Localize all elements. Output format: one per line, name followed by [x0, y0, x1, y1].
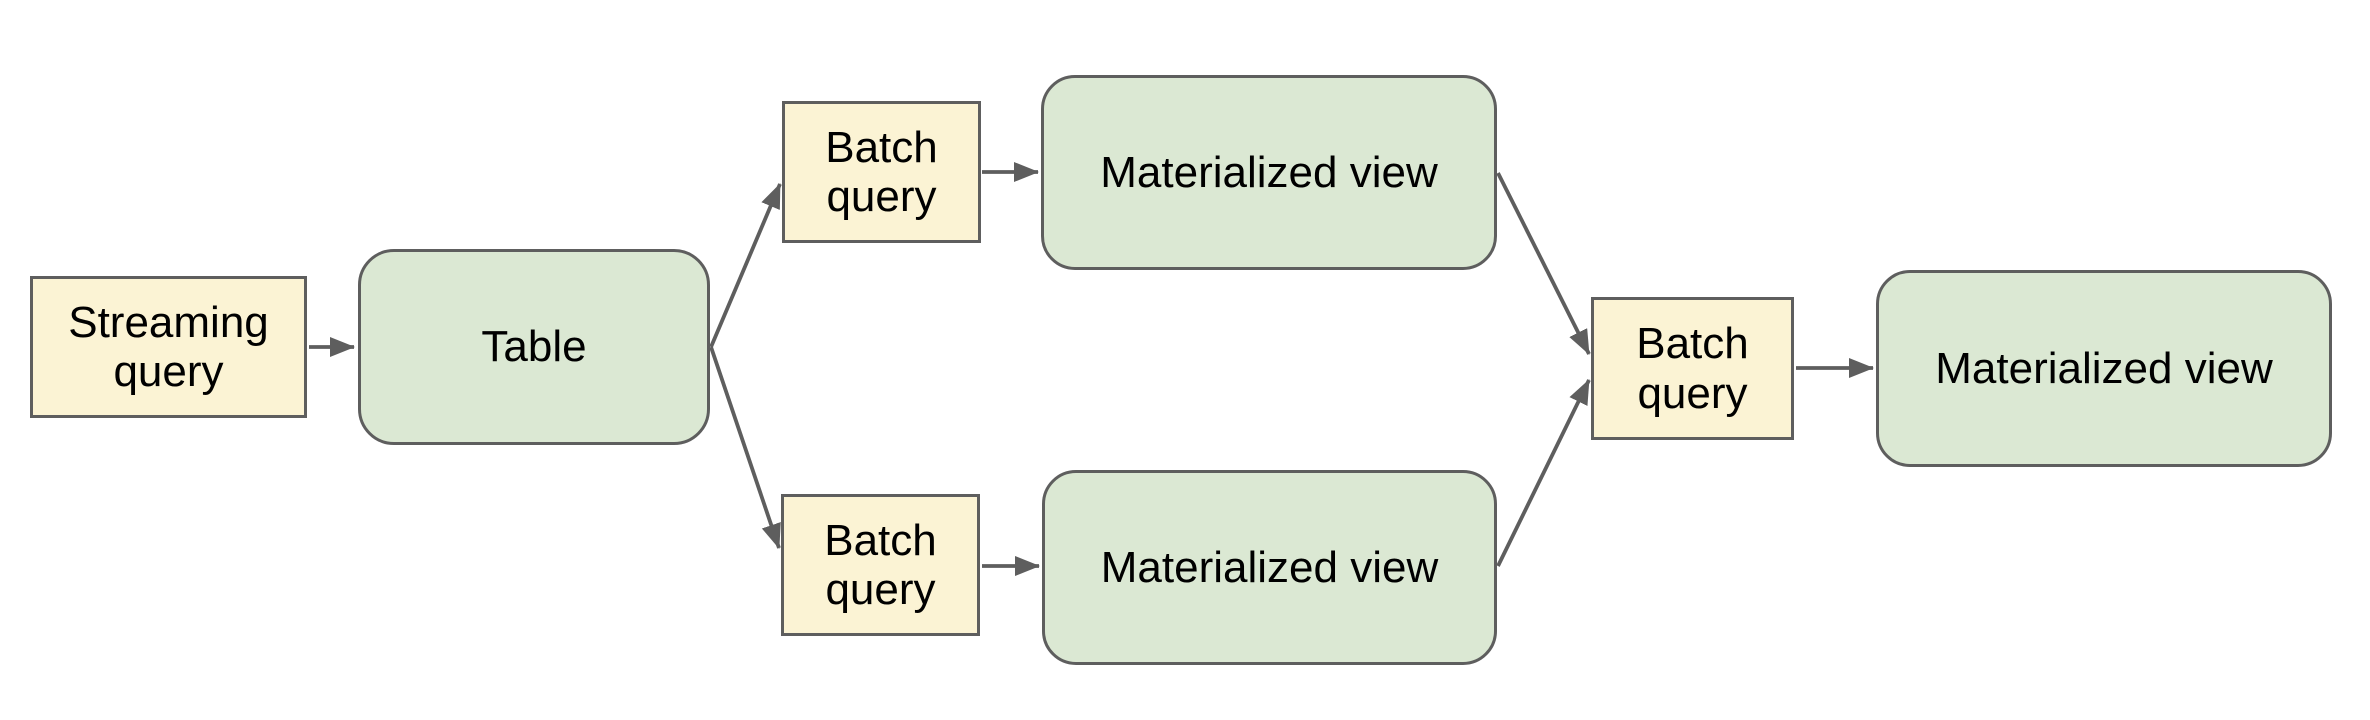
- node-batch-query-bottom: Batch query: [781, 494, 980, 636]
- node-label: Batch query: [1636, 319, 1749, 418]
- node-label: Streaming query: [68, 297, 269, 396]
- edge-materialized-view-bottom-to-batch-query-right: [1496, 379, 1591, 567]
- node-label: Materialized view: [1100, 542, 1439, 592]
- edge-table-to-batch-query-top: [709, 183, 782, 348]
- node-label: Materialized view: [1100, 147, 1438, 197]
- node-label: Materialized view: [1935, 343, 2273, 393]
- node-label: Batch query: [825, 122, 938, 221]
- edge-table-to-batch-query-bottom: [709, 346, 781, 549]
- edge-materialized-view-top-to-batch-query-right: [1496, 172, 1591, 355]
- node-batch-query-top: Batch query: [782, 101, 981, 243]
- node-materialized-view-bottom: Materialized view: [1042, 470, 1497, 665]
- node-streaming-query: Streaming query: [30, 276, 307, 418]
- node-label: Table: [481, 322, 587, 372]
- node-materialized-view-right: Materialized view: [1876, 270, 2332, 467]
- node-table: Table: [358, 249, 710, 445]
- node-label: Batch query: [824, 515, 937, 614]
- node-batch-query-right: Batch query: [1591, 297, 1794, 440]
- node-materialized-view-top: Materialized view: [1041, 75, 1497, 270]
